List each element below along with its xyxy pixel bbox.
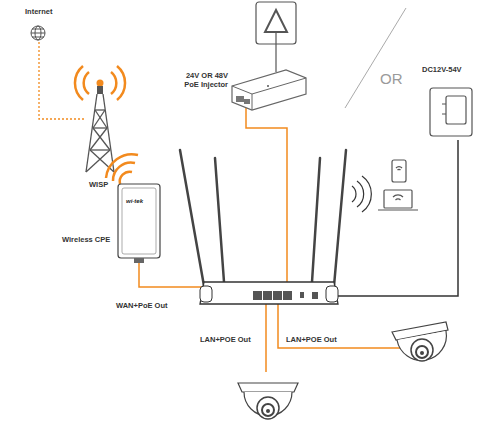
dome-camera bbox=[392, 322, 448, 361]
device-group: WISP bbox=[84, 66, 118, 192]
device-group: DC12V-54V bbox=[420, 62, 476, 138]
port-label: LAN+POE Out bbox=[200, 336, 251, 345]
globe-icon bbox=[31, 26, 45, 40]
cpe-device bbox=[106, 154, 160, 263]
device-label: Internet bbox=[25, 8, 53, 17]
device-label: 24V OR 48V PoE Injector bbox=[170, 72, 228, 89]
device-label: Wireless CPE bbox=[62, 236, 110, 245]
poe-injector bbox=[232, 70, 306, 110]
device-group: 24V OR 48V PoE Injector bbox=[170, 66, 308, 112]
wall-outlet bbox=[256, 2, 296, 72]
dotted-link bbox=[39, 42, 84, 119]
or-divider bbox=[345, 8, 406, 108]
device-group: Internet bbox=[22, 8, 56, 42]
device-group: wi-tekWireless CPE bbox=[62, 184, 162, 264]
port-label: LAN+POE Out bbox=[286, 336, 337, 345]
dome-camera bbox=[238, 383, 298, 419]
device-label: WISP bbox=[89, 181, 108, 190]
dc-adapter bbox=[430, 88, 472, 136]
dc-cable bbox=[330, 140, 458, 296]
port-label: WAN+PoE Out bbox=[116, 302, 167, 311]
device-label: DC12V-54V bbox=[422, 66, 462, 75]
or-label: OR bbox=[380, 70, 403, 87]
brand-logo: wi-tek bbox=[126, 198, 143, 205]
poe-cable bbox=[139, 108, 410, 372]
client-devices bbox=[352, 160, 418, 212]
router bbox=[180, 150, 346, 304]
